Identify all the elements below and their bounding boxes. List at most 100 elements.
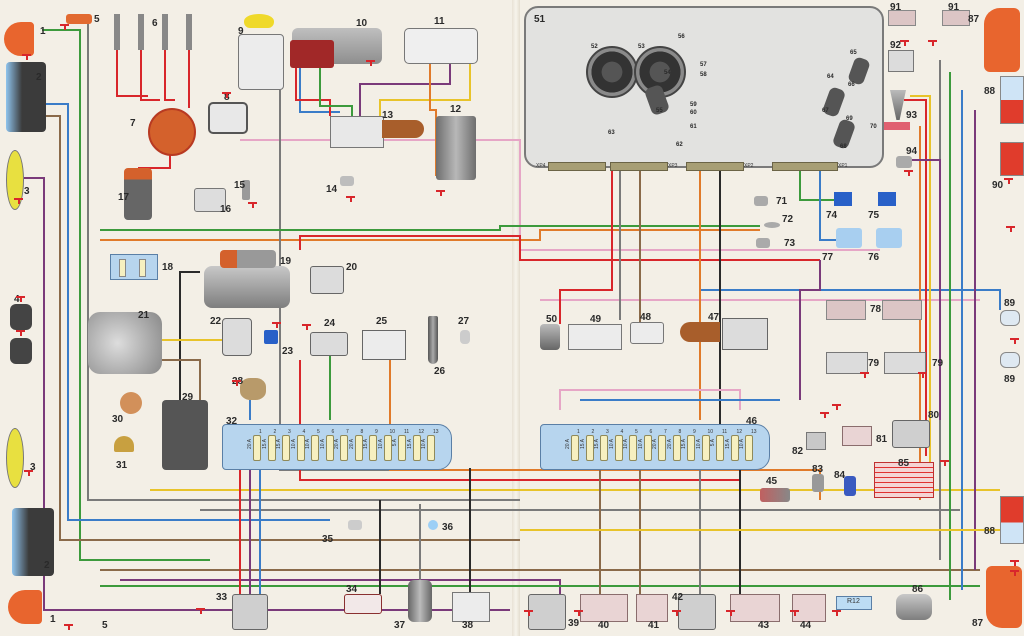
ground-symbol: [574, 610, 583, 616]
label-90: 90: [992, 180, 1004, 191]
ignition-key: [244, 14, 274, 28]
label-50: 50: [546, 314, 558, 325]
ground-symbol: [860, 372, 869, 378]
reverse-lamp-88-bottom: [1000, 496, 1024, 544]
label-76: 76: [868, 252, 880, 263]
label-78: 78: [870, 304, 882, 315]
relay-42: [678, 594, 716, 630]
label-88-top: 88: [984, 86, 996, 97]
fuse-number: 13: [433, 429, 439, 435]
ignition-switch: [238, 34, 284, 90]
label-92: 92: [890, 40, 902, 51]
fuse-number: 12: [736, 429, 743, 435]
label-12: 12: [450, 104, 462, 115]
ground-symbol: [302, 324, 311, 330]
wire-violet-1: [24, 177, 510, 611]
ground-symbol: [272, 322, 281, 328]
switch-25: [362, 330, 406, 360]
fuse-rating: 20 A: [565, 439, 571, 450]
label-65: 65: [850, 50, 857, 56]
fuse-12: [412, 435, 421, 461]
ground-symbol: [1006, 226, 1015, 232]
label-62: 62: [676, 142, 683, 148]
fuse-rating: 5 A: [710, 439, 716, 447]
label-72: 72: [782, 214, 794, 225]
connector-xp2-label: XP2: [744, 163, 754, 169]
label-23: 23: [282, 346, 294, 357]
fuse-rating: 10 A: [739, 439, 745, 450]
fuse-rating: 10 A: [623, 439, 629, 450]
label-41: 41: [648, 620, 660, 631]
fuse-6: [643, 435, 652, 461]
fuse-number: 3: [288, 429, 291, 435]
wire-gray-1: [87, 24, 520, 501]
starter-motor: [204, 266, 290, 308]
wire-red-4: [904, 99, 927, 456]
label-67: 67: [822, 108, 829, 114]
spark-plug-4: [186, 14, 192, 50]
fuse-block-18: [110, 254, 158, 280]
switch-49: [568, 324, 622, 350]
instrument-cluster: [524, 6, 884, 168]
fuse-4: [614, 435, 623, 461]
fuse-rating: 15 A: [406, 439, 413, 450]
connector-xp1-label: XP1: [838, 163, 848, 169]
fuse-rating: 15 A: [261, 439, 268, 450]
label-44: 44: [800, 620, 812, 631]
label-40: 40: [598, 620, 610, 631]
fuse-rating: 10 A: [421, 439, 427, 450]
fuse-rating: 10 A: [695, 439, 702, 450]
horn-2: [10, 338, 32, 364]
label-51: 51: [534, 14, 546, 25]
fuse-number: 7: [346, 429, 349, 435]
fuse-number: 11: [404, 429, 410, 435]
label-29: 29: [182, 392, 194, 403]
wire-black-batt: [179, 271, 200, 400]
label-7: 7: [130, 118, 136, 129]
switch-40: [580, 594, 628, 622]
label-93: 93: [906, 110, 918, 121]
lamp-89-bottom: [1000, 352, 1020, 368]
label-85: 85: [898, 458, 910, 469]
switch-79-b: [884, 352, 926, 374]
label-25: 25: [376, 316, 388, 327]
label-82: 82: [792, 446, 804, 457]
label-6: 6: [152, 18, 158, 29]
connector-xp4: [548, 162, 606, 171]
sensor-15: [242, 180, 250, 200]
fuse-number: 8: [678, 429, 682, 435]
voltage-regulator-8: [208, 102, 248, 134]
label-66: 66: [848, 82, 855, 88]
relay-39: [528, 594, 566, 630]
fuse-13: [427, 435, 435, 461]
connector-xp3-label: XP3: [668, 163, 678, 169]
relay-78-a: [826, 300, 866, 320]
label-19: 19: [280, 256, 292, 267]
label-39: 39: [568, 618, 580, 629]
fuse-number: 10: [389, 429, 396, 435]
ground-symbol: [928, 40, 937, 46]
switch-41: [636, 594, 668, 622]
washer-motor-37: [408, 580, 432, 622]
tail-lamp-87-top: [984, 8, 1020, 72]
label-57: 57: [700, 62, 707, 68]
label-91-a: 91: [890, 2, 902, 13]
label-89-bottom: 89: [1004, 374, 1016, 385]
label-68: 68: [840, 144, 847, 150]
wire-violet-2: [359, 62, 451, 116]
label-24: 24: [324, 318, 336, 329]
label-32: 32: [226, 416, 238, 427]
label-3: 3: [24, 186, 30, 197]
label-37: 37: [394, 620, 406, 631]
alternator: [88, 312, 162, 374]
relay-78-b: [882, 300, 922, 320]
label-60: 60: [690, 110, 697, 116]
wire-yellow-11: [379, 62, 471, 116]
ground-symbol: [64, 624, 73, 630]
wire-blue-1: [46, 103, 330, 521]
fuse-number: 5: [635, 429, 638, 435]
wire-red-dist-2: [140, 50, 160, 101]
connector-xp2: [686, 162, 744, 171]
